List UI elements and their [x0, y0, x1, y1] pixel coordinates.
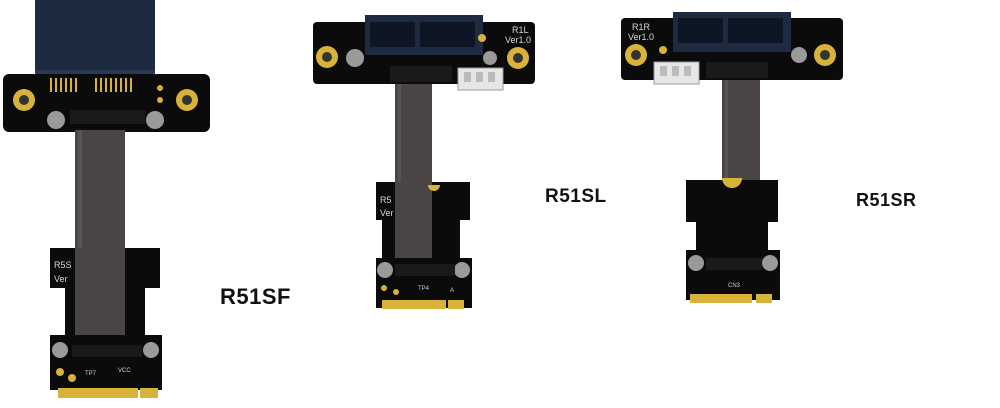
product-r51sr: R1R Ver1.0 CN3: [618, 0, 848, 403]
gold-fingers: [382, 300, 446, 309]
board-text-2: VCC: [118, 368, 131, 374]
adapter-text-2: Ver: [380, 208, 394, 218]
product-r51sl: R1L Ver1.0 R5 Ver TP4 A: [310, 0, 540, 403]
product-r51sf: R5S Ver TP7 VCC: [0, 0, 230, 403]
m2-board: [50, 335, 162, 390]
screw: [346, 49, 364, 67]
r51sr-image: R1R Ver1.0 CN3: [621, 12, 843, 303]
top-text-1: R1L: [512, 25, 529, 35]
model-label-r51sf: R51SF: [220, 284, 291, 309]
screw: [47, 111, 65, 129]
gold-fingers: [58, 388, 138, 398]
adapter-text-1: R5: [380, 195, 392, 205]
board-text-1: TP4: [418, 286, 430, 292]
r51sl-image: R1L Ver1.0 R5 Ver TP4 A: [313, 15, 535, 309]
ribbon-cable: [722, 80, 760, 192]
adapter-text-1: R5S: [54, 260, 72, 270]
board-text-1: CN3: [728, 283, 741, 289]
adapter-board: [686, 180, 778, 265]
screw: [791, 47, 807, 63]
model-label-r51sr: R51SR: [856, 190, 917, 210]
top-text-2: Ver1.0: [628, 32, 654, 42]
screw: [146, 111, 164, 129]
gold-fingers: [690, 294, 752, 303]
r51sf-image: R5S Ver TP7 VCC: [3, 0, 210, 398]
top-text-2: Ver1.0: [505, 35, 531, 45]
model-label-r51sl: R51SL: [545, 186, 607, 207]
board-text-2: A: [450, 288, 454, 294]
adapter-text-2: Ver: [54, 274, 68, 284]
board-text-1: TP7: [85, 371, 97, 377]
top-text-1: R1R: [632, 22, 651, 32]
pcie-slot: [35, 0, 155, 82]
